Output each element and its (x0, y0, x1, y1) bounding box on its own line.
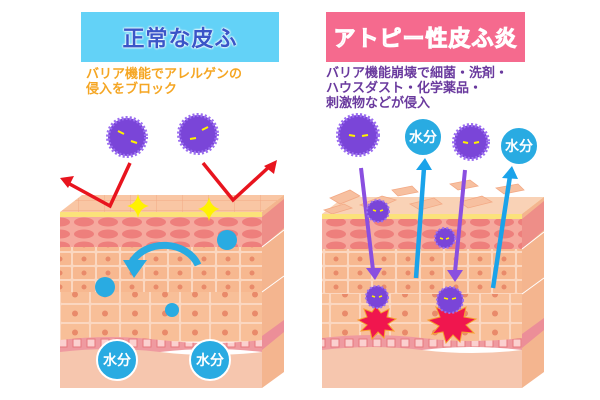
water-bubble-icon: 水分 (499, 126, 539, 166)
skin-surface-top (60, 195, 284, 212)
atopic-dermatitis-title-text: アトピー性皮ふ炎 (333, 27, 518, 53)
deflect-arrow-icon (201, 161, 272, 203)
inflammation-burst-icon (426, 303, 478, 345)
allergen-icon (366, 199, 390, 223)
allergen-icon (365, 285, 389, 309)
atopic-dermatitis-panel: アトピー性皮ふ炎 バリア機能崩壊で細菌・洗剤・ ハウスダスト・化学薬品・ 刺激物… (300, 0, 600, 400)
normal-skin-description-line-2: 侵入をブロック (86, 82, 178, 97)
dermis-layer (60, 349, 262, 388)
allergen-icon (177, 113, 219, 155)
barrier-sparkle-icon (198, 197, 220, 221)
moisture-cycle-arrow-icon (123, 241, 202, 278)
normal-skin-illustration: 水分 水分 (60, 113, 285, 388)
water-escape-arrow-icon (413, 158, 432, 279)
atopic-description-line-2: ハウスダスト・化学薬品・ (326, 81, 483, 96)
atopic-dermatitis-description: バリア機能崩壊で細菌・洗剤・ ハウスダスト・化学薬品・ 刺激物などが侵入 (326, 66, 508, 111)
normal-skin-title-text: 正常な皮ふ (122, 27, 238, 52)
allergen-icon (434, 227, 456, 249)
normal-skin-panel: 正常な皮ふ バリア機能でアレルゲンの 侵入をブロック (60, 12, 285, 388)
allergen-icon (336, 113, 380, 157)
svg-text:水分: 水分 (103, 352, 131, 369)
inflammation-burst-icon (356, 305, 398, 341)
water-drop-icon (165, 303, 179, 317)
svg-text:水分: 水分 (505, 138, 533, 155)
allergen-icon (452, 123, 490, 161)
svg-text:水分: 水分 (409, 129, 437, 146)
allergen-intrusion-arrow-icon (447, 169, 467, 282)
normal-skin-title: 正常な皮ふ (81, 12, 279, 62)
water-drop-icon (95, 277, 115, 297)
water-escape-arrow-icon (490, 166, 518, 289)
spinous-layer (322, 249, 522, 294)
normal-skin-description: バリア機能でアレルゲンの 侵入をブロック (86, 67, 242, 97)
atopic-description-line-3: 刺激物などが侵入 (326, 96, 431, 111)
atopic-description-line-1: バリア機能崩壊で細菌・洗剤・ (326, 66, 509, 81)
atopic-skin-illustration: 水分 水分 (322, 113, 545, 388)
water-bubble-icon: 水分 (189, 339, 231, 381)
stratum-corneum-line (60, 195, 284, 217)
deflect-arrow-icon (65, 162, 132, 209)
basal-cell-layer (60, 292, 262, 342)
normal-skin-description-line-1: バリア機能でアレルゲンの (86, 67, 243, 82)
water-bubble-icon: 水分 (96, 339, 138, 381)
water-bubble-icon: 水分 (403, 117, 443, 157)
atopic-dermatitis-title: アトピー性皮ふ炎 (326, 12, 525, 62)
spinous-layer (60, 247, 262, 292)
basal-cell-layer (322, 294, 522, 342)
allergen-icon (436, 286, 464, 314)
water-drop-icon (217, 230, 237, 250)
allergen-intrusion-arrow-icon (359, 167, 382, 280)
barrier-sparkle-icon (127, 194, 149, 218)
allergen-icon (106, 116, 148, 158)
dermis-layer (322, 347, 522, 388)
svg-text:水分: 水分 (196, 352, 224, 369)
